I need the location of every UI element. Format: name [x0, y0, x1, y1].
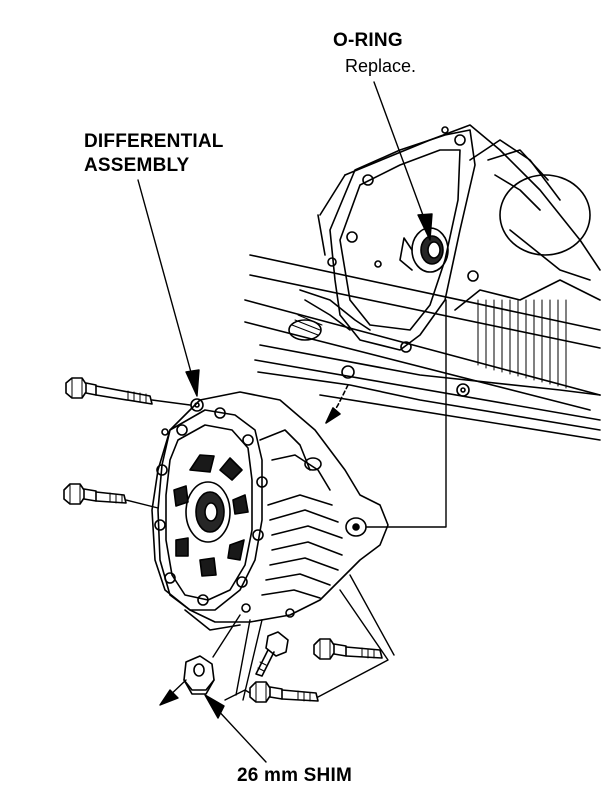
differential-assembly-label-line2: ASSEMBLY: [84, 155, 190, 176]
shim-part: [183, 655, 215, 695]
bolt-bottom: [249, 681, 319, 703]
o-ring-label: O-RING: [333, 30, 403, 51]
bolt-upper-left: [65, 377, 153, 405]
bolt-middle-left: [63, 483, 127, 505]
o-ring-replace-note: Replace.: [345, 56, 417, 76]
differential-assembly-label-line1: DIFFERENTIAL: [84, 131, 224, 152]
leader-lines: [125, 81, 447, 763]
housing-hatching: [477, 299, 567, 389]
shim-label: 26 mm SHIM: [237, 765, 352, 786]
differential-assembly: [151, 391, 389, 631]
transmission-housing: [244, 124, 601, 441]
bolt-lower-right: [313, 638, 383, 660]
bolt-angled: [255, 631, 289, 677]
